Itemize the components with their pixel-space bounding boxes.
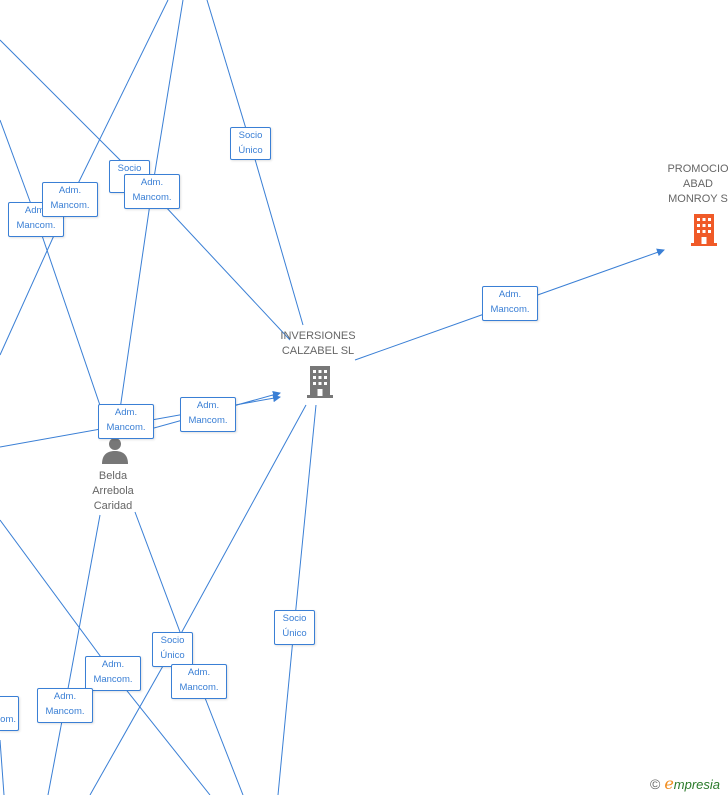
edge [0, 119, 36, 216]
relation-line: Mancom. [179, 682, 219, 693]
company-node-label[interactable]: INVERSIONES CALZABEL SL [270, 329, 366, 359]
relation-label[interactable]: Adm. Mancom. [171, 664, 227, 699]
relation-line: Adm. [498, 289, 522, 300]
company-node-label-highlighted[interactable]: PROMOCIO ABAD MONROY S [650, 162, 728, 207]
relation-line: Adm. [196, 400, 220, 411]
relation-line: Único [238, 145, 263, 156]
edge [249, 141, 304, 326]
relation-line: Socio [117, 163, 142, 174]
edge [111, 671, 211, 795]
relation-label[interactable]: Socio Único [230, 127, 271, 160]
edge [149, 189, 291, 341]
relation-line: Adm. [114, 407, 138, 418]
brand-name: mpresia [673, 777, 721, 792]
relation-label[interactable]: Adm. Mancom. [98, 404, 154, 439]
edge [293, 404, 317, 629]
edge [89, 649, 173, 795]
relation-line: Adm. [140, 177, 164, 188]
edge [277, 627, 295, 795]
relation-line: Mancom. [93, 674, 133, 685]
relation-line: om. [0, 714, 16, 725]
edge [206, 0, 251, 143]
empresia-logo: ©empresia [650, 774, 720, 793]
relation-label[interactable]: om. [0, 696, 19, 731]
relation-label[interactable]: Adm. Mancom. [180, 397, 236, 432]
relation-line: Adm. [101, 659, 125, 670]
relation-line: Único [282, 628, 307, 639]
person-icon[interactable] [100, 436, 130, 464]
relation-line: Adm. [58, 185, 82, 196]
edge [151, 0, 184, 191]
relation-line: Mancom. [188, 415, 228, 426]
relation-line: Socio [160, 635, 185, 646]
relation-line: Mancom. [16, 220, 56, 231]
edge [171, 404, 307, 651]
edge [64, 514, 101, 706]
edge [0, 519, 113, 673]
relation-line: Mancom. [50, 200, 90, 211]
node-label-line: CALZABEL SL [281, 345, 355, 357]
edge [69, 0, 169, 201]
node-label-line: Belda [98, 470, 128, 482]
node-label-line: INVERSIONES [280, 330, 356, 342]
edge [197, 679, 244, 795]
brand-letter: e [664, 774, 674, 793]
relation-label[interactable]: Socio Único [152, 632, 193, 667]
relation-label[interactable]: Adm. Mancom. [8, 202, 64, 237]
edge [34, 214, 106, 421]
relation-label[interactable]: Adm. Mancom. [42, 182, 98, 217]
relation-line: Mancom. [106, 422, 146, 433]
building-icon[interactable] [304, 364, 336, 400]
relation-line [0, 697, 16, 712]
building-icon[interactable] [688, 212, 720, 248]
relation-line: Mancom. [132, 192, 172, 203]
node-label-line: Arrebola [92, 485, 134, 497]
person-node-label[interactable]: Belda Arrebola Caridad [73, 469, 153, 514]
relation-line: Único [160, 650, 185, 661]
node-label-line: ABAD [683, 178, 713, 190]
relation-line: Adm. [24, 205, 48, 216]
relation-line: Socio [238, 130, 263, 141]
relation-line: Mancom. [490, 304, 530, 315]
copyright-icon: © [650, 776, 661, 792]
node-label-line: PROMOCIO [667, 163, 728, 175]
relation-line: Socio [282, 613, 307, 624]
relation-line: Adm. [187, 667, 211, 678]
relation-label[interactable]: Adm. Mancom. [37, 688, 93, 723]
relation-label[interactable]: Adm. Mancom. [85, 656, 141, 691]
edge [116, 189, 153, 431]
relation-line: Mancom. [45, 706, 85, 717]
node-label-line: Caridad [93, 500, 133, 512]
edge [0, 739, 5, 795]
relation-label[interactable]: Socio Único [274, 610, 315, 645]
relation-line: Adm. [53, 691, 77, 702]
relation-label[interactable]: Adm. Mancom. [124, 174, 180, 209]
node-label-line: MONROY S [668, 193, 728, 205]
relation-label[interactable]: Adm. Mancom. [482, 286, 538, 321]
